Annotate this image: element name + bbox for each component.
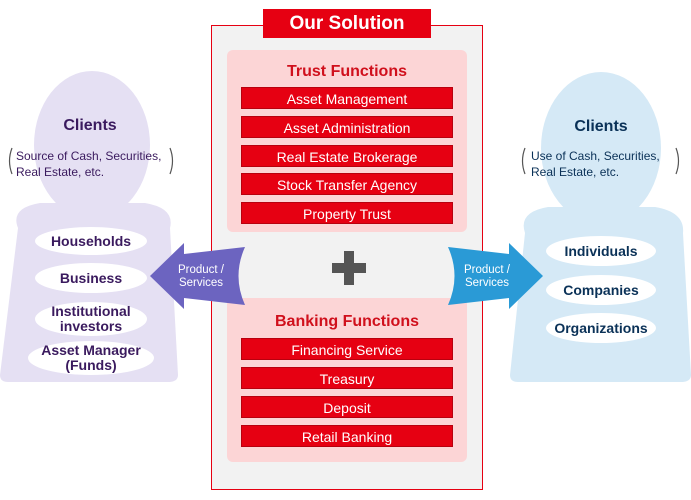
- right-client-individuals: Individuals: [546, 236, 656, 266]
- left-client-institutional-investors: Institutional investors: [35, 302, 147, 336]
- trust-item-stock-transfer-agency: Stock Transfer Agency: [241, 173, 453, 195]
- left-clients-desc-line2: Real Estate, etc.: [16, 165, 105, 179]
- left-arrow-label: Product / Services: [177, 264, 225, 289]
- left-clients-title: Clients: [63, 117, 117, 134]
- left-client-business: Business: [35, 263, 147, 293]
- right-arrow-label: Product / Services: [463, 264, 511, 289]
- left-clients-desc-line1: Source of Cash, Securities,: [16, 149, 162, 163]
- banking-item-financing-service: Financing Service: [241, 338, 453, 360]
- banking-item-treasury: Treasury: [241, 367, 453, 389]
- solution-title: Our Solution: [263, 9, 431, 38]
- right-clients-desc-line2: Real Estate, etc.: [531, 165, 620, 179]
- right-clients-desc: Use of Cash, Securities, Real Estate, et…: [531, 148, 681, 180]
- banking-item-deposit: Deposit: [241, 396, 453, 418]
- left-client-brackets: [8, 147, 174, 175]
- trust-functions-panel: Trust Functions Asset Management Asset A…: [227, 50, 467, 232]
- trust-item-real-estate-brokerage: Real Estate Brokerage: [241, 145, 453, 167]
- left-client-households: Households: [35, 227, 147, 255]
- right-client-brackets: [521, 147, 680, 175]
- banking-functions-panel: Banking Functions Financing Service Trea…: [227, 298, 467, 462]
- banking-functions-title: Banking Functions: [275, 313, 419, 330]
- right-clients-desc-line1: Use of Cash, Securities,: [531, 149, 660, 163]
- right-clients-title: Clients: [574, 118, 628, 135]
- trust-functions-title: Trust Functions: [287, 63, 407, 80]
- banking-item-retail-banking: Retail Banking: [241, 425, 453, 447]
- left-arrow: [150, 243, 245, 309]
- right-arrow: [448, 243, 543, 309]
- trust-item-asset-administration: Asset Administration: [241, 116, 453, 138]
- left-client-asset-manager: Asset Manager (Funds): [28, 341, 154, 375]
- right-client-companies: Companies: [546, 275, 656, 305]
- left-clients-desc: Source of Cash, Securities, Real Estate,…: [16, 148, 176, 180]
- trust-item-asset-management: Asset Management: [241, 87, 453, 109]
- right-client-organizations: Organizations: [546, 313, 656, 343]
- plus-icon: [332, 251, 366, 285]
- trust-item-property-trust: Property Trust: [241, 202, 453, 224]
